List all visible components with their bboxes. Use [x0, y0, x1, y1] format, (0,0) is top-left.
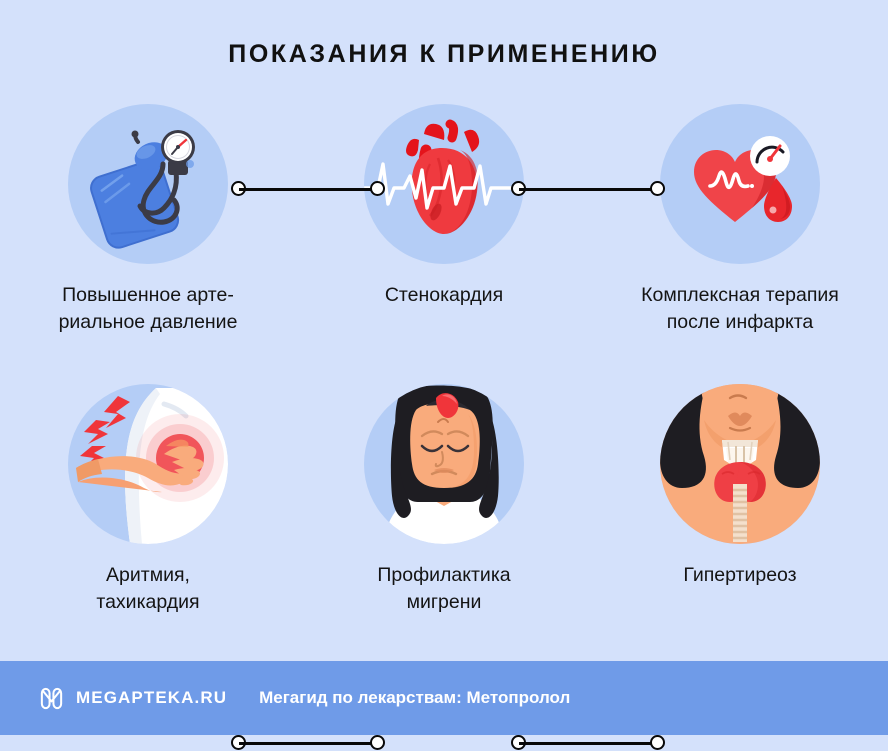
indication-item-arrhythmia-tachycardia[interactable]: Аритмия, тахикардия: [0, 384, 296, 613]
indications-row-2: Аритмия, тахикардия: [0, 384, 888, 750]
icon-circle-wrap: [0, 384, 296, 559]
connector-bar: [239, 742, 377, 745]
connector-knob: [370, 735, 385, 750]
blood-pressure-monitor-icon: [90, 130, 195, 249]
indication-label: Повышенное арте- риальное давление: [58, 284, 238, 333]
icon-circle: [364, 104, 524, 264]
indication-label: Профилактика мигрени: [377, 564, 511, 613]
indication-label: Аритмия, тахикардия: [96, 564, 200, 613]
indication-item-post-infarction-therapy[interactable]: Комплексная терапия после инфаркта: [592, 104, 888, 333]
icon-circle: [364, 384, 524, 544]
connector-bar: [519, 742, 657, 745]
connector-2-3: [511, 181, 665, 197]
icon-circle: [68, 104, 228, 264]
icon-circle: [660, 384, 820, 544]
anatomical-heart-ecg-icon: [364, 119, 524, 234]
indications-row-1: Повышенное арте- риальное давление: [0, 104, 888, 384]
icon-circle-wrap: [592, 384, 888, 559]
indication-item-high-blood-pressure[interactable]: Повышенное арте- риальное давление: [0, 104, 296, 333]
footer-brand[interactable]: MEGAPTEKA.RU: [76, 688, 228, 707]
connector-bar: [519, 188, 657, 191]
footer-caption: Мегагид по лекарствам: Метопролол: [259, 688, 571, 707]
connector-knob: [370, 181, 385, 196]
indication-label: Гипертиреоз: [683, 564, 797, 586]
thyroid-gland-icon: [660, 384, 820, 544]
connector-bar: [239, 188, 377, 191]
icon-circle-wrap: [296, 384, 592, 559]
heart-gauge-blood-drop-icon: [694, 136, 792, 222]
connector-5-6: [511, 735, 665, 751]
icon-circle-wrap: [0, 104, 296, 279]
indication-item-hyperthyroidism[interactable]: Гипертиреоз: [592, 384, 888, 586]
connector-knob: [650, 181, 665, 196]
icon-circle: [660, 104, 820, 264]
icon-circle-wrap: [296, 104, 592, 279]
page-title: ПОКАЗАНИЯ К ПРИМЕНЕНИЮ: [228, 40, 660, 68]
chest-pain-icon: [76, 388, 228, 544]
indication-label: Стенокардия: [384, 284, 504, 306]
indications-grid: Повышенное арте- риальное давление: [0, 104, 888, 750]
megapteka-m-logo-icon[interactable]: [38, 685, 65, 712]
icon-circle-wrap: [592, 104, 888, 279]
indication-item-migraine-prevention[interactable]: Профилактика мигрени: [296, 384, 592, 613]
connector-1-2: [231, 181, 385, 197]
indication-label: Комплексная терапия после инфаркта: [641, 284, 839, 333]
connector-4-5: [231, 735, 385, 751]
woman-headache-icon: [384, 385, 504, 544]
icon-circle: [68, 384, 228, 544]
connector-knob: [650, 735, 665, 750]
footer-bar: MEGAPTEKA.RU Мегагид по лекарствам: Мето…: [0, 661, 888, 735]
indication-item-angina[interactable]: Стенокардия: [296, 104, 592, 306]
